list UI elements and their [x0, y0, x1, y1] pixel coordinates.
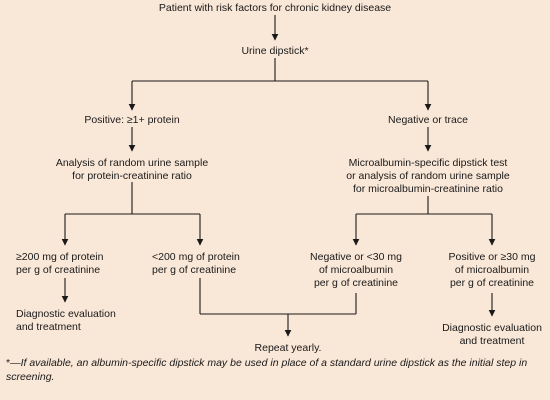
node-diagnostic-left: Diagnostic evaluation and treatment	[16, 308, 116, 334]
node-neg-lt30-line-2: of microalbumin	[318, 264, 394, 276]
node-neg-lt30-line-3: per g of creatinine	[313, 277, 399, 289]
node-neg-lt30-line-1: Negative or <30 mg	[310, 251, 402, 263]
node-ge200-protein: ≥200 mg of protein per g of creatinine	[16, 251, 103, 277]
node-microalbumin-test: Microalbumin-specific dipstick test or a…	[346, 157, 509, 196]
node-pos-ge30-line-3: per g of creatinine	[449, 277, 535, 289]
node-urine-dipstick-label: Urine dipstick*	[241, 45, 309, 57]
footnote: *—If available, an albumin-specific dips…	[6, 356, 546, 384]
node-micro-line-2: or analysis of random urine sample	[346, 170, 510, 182]
node-pos-ge30-line-1: Positive or ≥30 mg	[448, 251, 536, 263]
node-positive-protein: Positive: ≥1+ protein	[84, 114, 179, 127]
node-diagnostic-left-line-2: and treatment	[16, 321, 81, 333]
node-negative-lt30: Negative or <30 mg of microalbumin per g…	[310, 251, 402, 290]
node-repeat-yearly: Repeat yearly.	[255, 342, 322, 355]
node-micro-line-1: Microalbumin-specific dipstick test	[348, 157, 508, 169]
node-diagnostic-right: Diagnostic evaluation and treatment	[442, 322, 542, 348]
node-analysis-line-2: for protein-creatinine ratio	[72, 170, 192, 182]
footnote-text: —If available, an albumin-specific dipst…	[6, 357, 528, 383]
node-negative-or-trace-label: Negative or trace	[388, 114, 468, 126]
node-diagnostic-right-line-1: Diagnostic evaluation	[442, 322, 542, 334]
node-diagnostic-right-line-2: and treatment	[459, 335, 525, 347]
node-ge200-line-1: ≥200 mg of protein	[16, 251, 104, 263]
footnote-mark: *	[6, 357, 11, 369]
node-urine-dipstick: Urine dipstick*	[241, 45, 308, 58]
node-positive-ge30: Positive or ≥30 mg of microalbumin per g…	[449, 251, 536, 290]
node-root: Patient with risk factors for chronic ki…	[159, 2, 391, 15]
node-pos-ge30-line-2: of microalbumin	[454, 264, 530, 276]
node-micro-line-3: for microalbumin-creatinine ratio	[353, 183, 503, 195]
node-analysis-line-1: Analysis of random urine sample	[55, 157, 209, 169]
node-lt200-line-2: per g of creatinine	[152, 264, 237, 276]
node-analysis-protein-creatinine: Analysis of random urine sample for prot…	[56, 157, 208, 183]
node-lt200-line-1: <200 mg of protein	[152, 251, 240, 263]
node-repeat-yearly-label: Repeat yearly.	[254, 342, 322, 354]
node-positive-protein-label: Positive: ≥1+ protein	[84, 114, 180, 126]
node-negative-or-trace: Negative or trace	[388, 114, 468, 127]
node-ge200-line-2: per g of creatinine	[16, 264, 101, 276]
node-diagnostic-left-line-1: Diagnostic evaluation	[16, 308, 116, 320]
node-lt200-protein: <200 mg of protein per g of creatinine	[152, 251, 240, 277]
node-root-label: Patient with risk factors for chronic ki…	[158, 2, 392, 14]
